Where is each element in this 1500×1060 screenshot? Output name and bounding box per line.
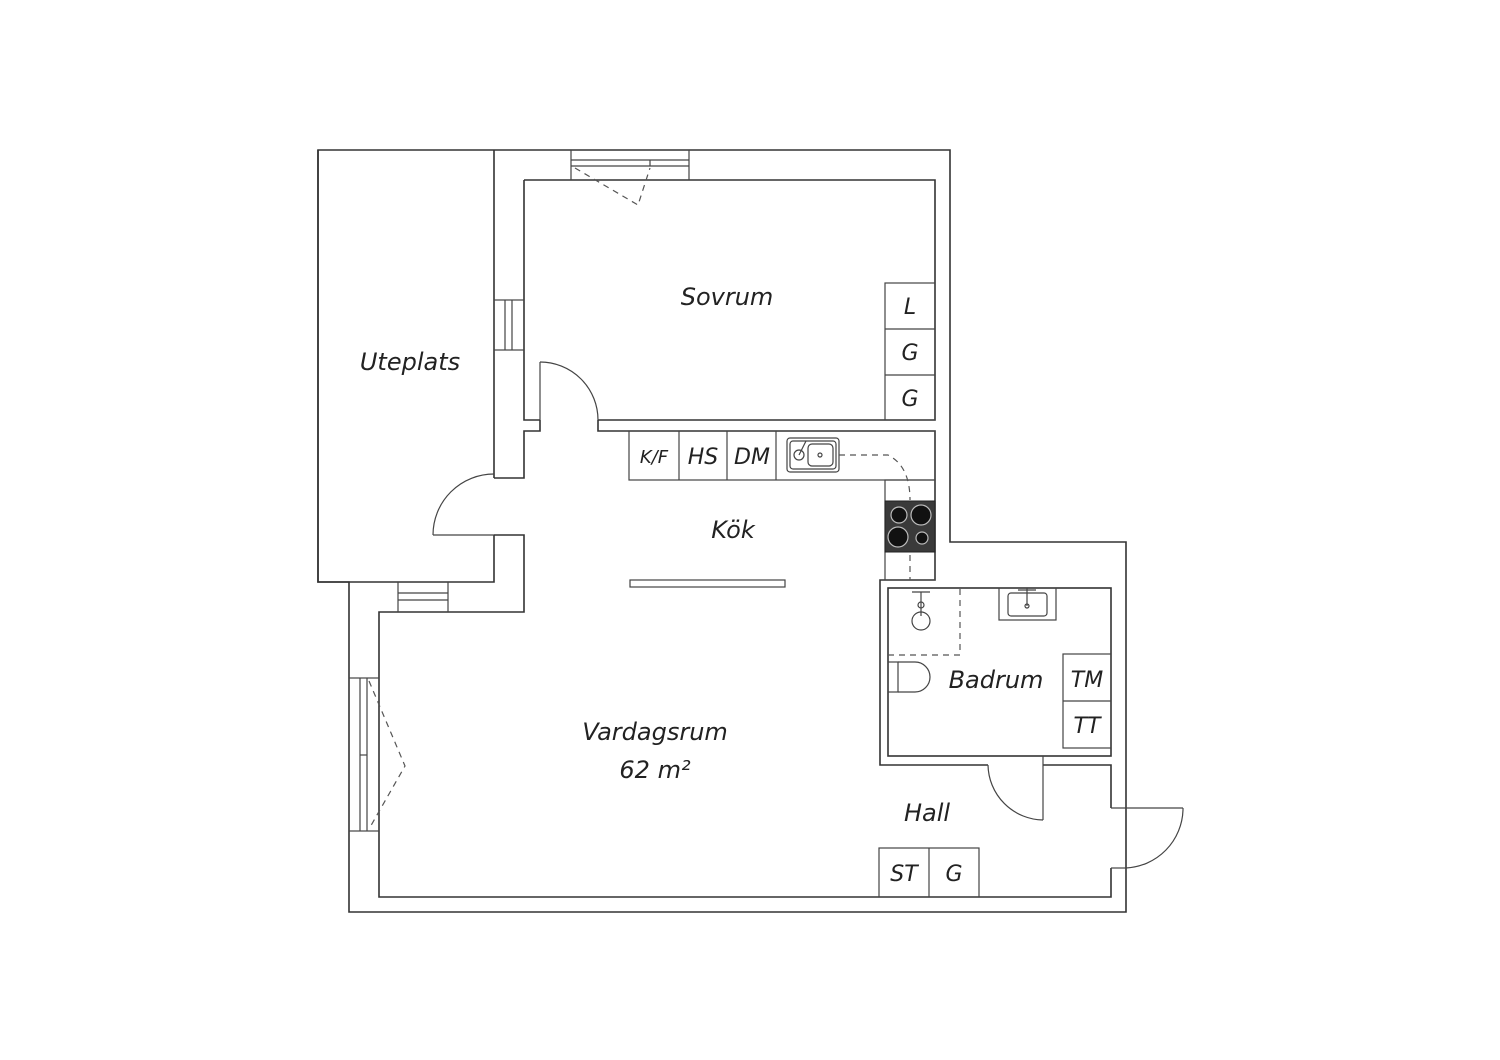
- room-label-vardagsrum: Vardagsrum: [582, 718, 728, 746]
- room-label-sovrum: Sovrum: [681, 283, 774, 311]
- living-window-left: [348, 677, 406, 832]
- bathroom-door: [987, 756, 1044, 821]
- room-label-badrum: Badrum: [949, 666, 1044, 694]
- toilet-icon: [887, 661, 931, 693]
- kitchen-fridge-label: K/F: [640, 447, 669, 468]
- terrace-door: [432, 473, 495, 536]
- hall-g-label: G: [945, 862, 962, 887]
- bath-tt-label: TT: [1074, 714, 1102, 739]
- washbasin-icon: [998, 587, 1057, 621]
- hall-st-label: ST: [890, 862, 919, 887]
- kitchen-island: [629, 579, 786, 588]
- side-window: [493, 299, 525, 351]
- living-window-top: [397, 581, 449, 613]
- stove-icon: [884, 500, 936, 553]
- kitchen-dm-label: DM: [734, 445, 770, 470]
- bedroom-door: [539, 361, 599, 421]
- kitchen-counter: K/F HS DM: [628, 430, 936, 581]
- closet-label-3: G: [901, 387, 918, 412]
- shower-icon: [888, 588, 961, 656]
- closet-label-2: G: [901, 341, 918, 366]
- kitchen-hs-label: HS: [688, 445, 719, 470]
- hall-closets: ST G: [878, 847, 980, 898]
- room-label-uteplats: Uteplats: [360, 348, 460, 376]
- sink-icon: [786, 437, 840, 473]
- laundry-units: TM TT: [1062, 653, 1112, 749]
- kitchen-wall: [378, 420, 1112, 898]
- closet-label-1: L: [904, 295, 916, 320]
- room-label-kok: Kök: [711, 516, 756, 544]
- bedroom-closets: L G G: [884, 282, 936, 421]
- entrance-door: [1111, 807, 1184, 869]
- bedroom-window: [570, 149, 690, 206]
- counter-dash: [839, 454, 911, 580]
- room-area-vardagsrum: 62 m²: [619, 756, 691, 784]
- bath-tm-label: TM: [1071, 668, 1103, 693]
- room-label-hall: Hall: [904, 799, 950, 827]
